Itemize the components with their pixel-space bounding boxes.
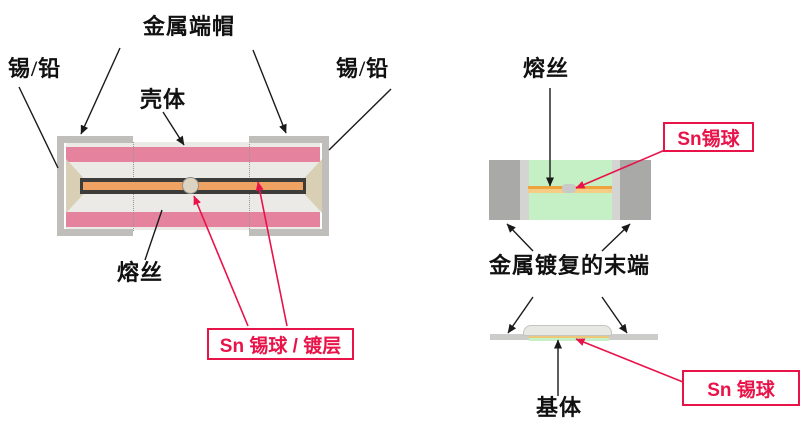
label-tin-lead-right: 锡/铅	[336, 56, 390, 81]
label-metal-plated-ends: 金属镀复的末端	[489, 253, 651, 278]
chip-terminal-right	[620, 160, 651, 220]
callout-sn-ball-top: Sn锡球	[663, 122, 754, 152]
label-shell: 壳体	[140, 87, 187, 112]
substrate-green-strip	[529, 338, 609, 341]
metal-end-cap-right	[249, 136, 329, 236]
arrow-snball-bottom	[575, 338, 684, 383]
sn-ball	[182, 177, 199, 194]
label-metal-end-cap: 金属端帽	[143, 14, 236, 39]
label-fuse-wire-right: 熔丝	[523, 56, 570, 81]
arrow-shell	[162, 111, 185, 146]
pointer-tinlead-right	[328, 88, 392, 151]
arrow-plated-end-upright	[601, 223, 631, 252]
fuse-shell-band-bottom	[66, 212, 320, 227]
chip-plating-strip-right	[612, 160, 620, 220]
substrate-dome	[523, 325, 612, 336]
chip-terminal-left	[489, 160, 520, 220]
substrate-wire-line	[529, 336, 609, 338]
chip-plating-strip-left	[520, 160, 529, 220]
fuse-shell-band-top	[66, 147, 320, 162]
arrow-endcap-left	[80, 47, 121, 135]
chip-sn-ball	[562, 184, 576, 193]
callout-sn-ball-plating: Sn 锡球 / 镀层	[207, 328, 354, 360]
callout-sn-ball-bottom: Sn 锡球	[682, 370, 800, 406]
metal-end-cap-left	[57, 136, 133, 236]
label-tin-lead-left: 锡/铅	[8, 56, 62, 81]
arrow-endcap-right	[252, 49, 287, 134]
arrow-plated-end-upleft	[506, 223, 534, 252]
label-substrate: 基体	[536, 395, 583, 420]
label-fuse-wire-left: 熔丝	[117, 260, 164, 285]
pointer-tinlead-left	[18, 86, 59, 169]
